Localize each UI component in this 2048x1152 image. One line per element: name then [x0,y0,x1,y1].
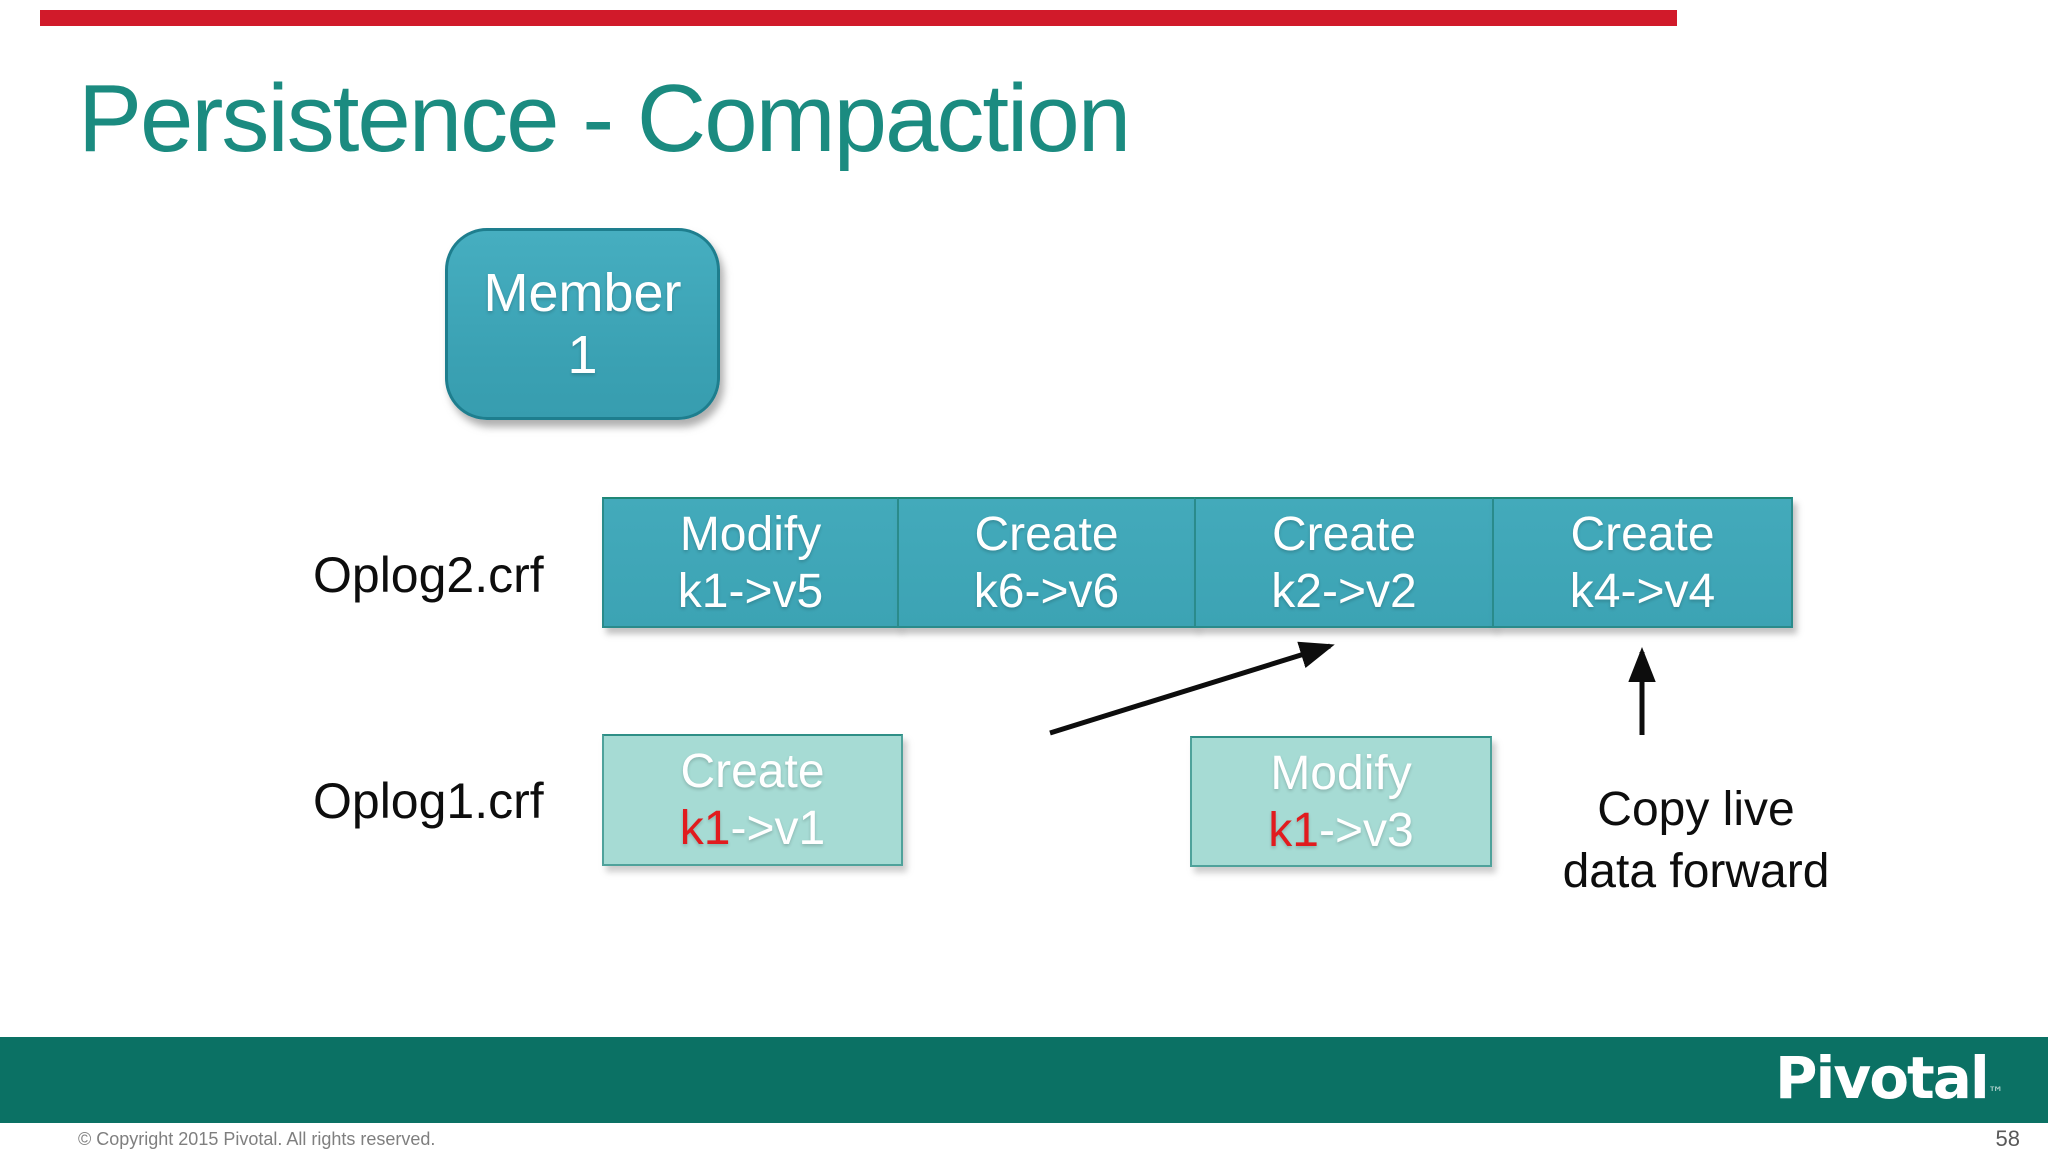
op-action: Modify [679,507,822,561]
oplog2-box-create-k6: Create k6->v6 [897,497,1196,628]
annotation-line1: Copy live [1597,783,1795,836]
footer-bar [0,1037,2048,1123]
op-action: Create [974,507,1119,561]
op-key-red: k1 [679,802,731,855]
pivotal-logo-text: Pivotal [1775,1044,1990,1112]
oplog2-box-create-k2: Create k2->v2 [1194,497,1494,628]
op-kv: k1->v5 [677,564,824,618]
annotation-line2: data forward [1562,845,1830,898]
copyright-text: © Copyright 2015 Pivotal. All rights res… [78,1129,436,1149]
op-action: Modify [1270,746,1412,800]
member-box: Member 1 [445,228,720,420]
oplog2-label: Oplog2.crf [313,547,544,603]
op-kv: k1->v1 [680,800,825,857]
op-kv: k6->v6 [973,564,1120,618]
copy-forward-arrow-diagonal [1049,641,1335,736]
copy-live-annotation: Copy live data forward [1540,779,1852,903]
oplog1-box-modify-k1: Modify k1->v3 [1190,736,1492,867]
oplog1-label: Oplog1.crf [313,773,544,829]
pivotal-logo: Pivotal™ [1775,1044,2004,1112]
op-action: Create [1271,507,1417,561]
op-kv: k1->v3 [1268,802,1413,859]
op-key-red: k1 [1268,803,1319,857]
op-kv: k2->v2 [1271,564,1417,618]
top-accent-bar [40,10,1677,26]
member-box-line1: Member [483,263,682,323]
oplog2-box-modify-k1: Modify k1->v5 [602,497,899,628]
op-kv-rest: ->v3 [1318,803,1414,857]
op-kv-rest: ->v1 [730,802,826,855]
op-action: Create [1570,507,1715,561]
oplog1-box-create-k1: Create k1->v1 [602,734,903,866]
trademark-mark: ™ [1987,1083,2004,1102]
slide-title: Persistence - Compaction [78,65,1131,172]
oplog2-box-create-k4: Create k4->v4 [1492,497,1793,628]
page-number: 58 [1995,1126,2020,1151]
member-box-line2: 1 [567,325,598,385]
op-kv: k4->v4 [1569,564,1716,618]
op-action: Create [680,745,825,798]
